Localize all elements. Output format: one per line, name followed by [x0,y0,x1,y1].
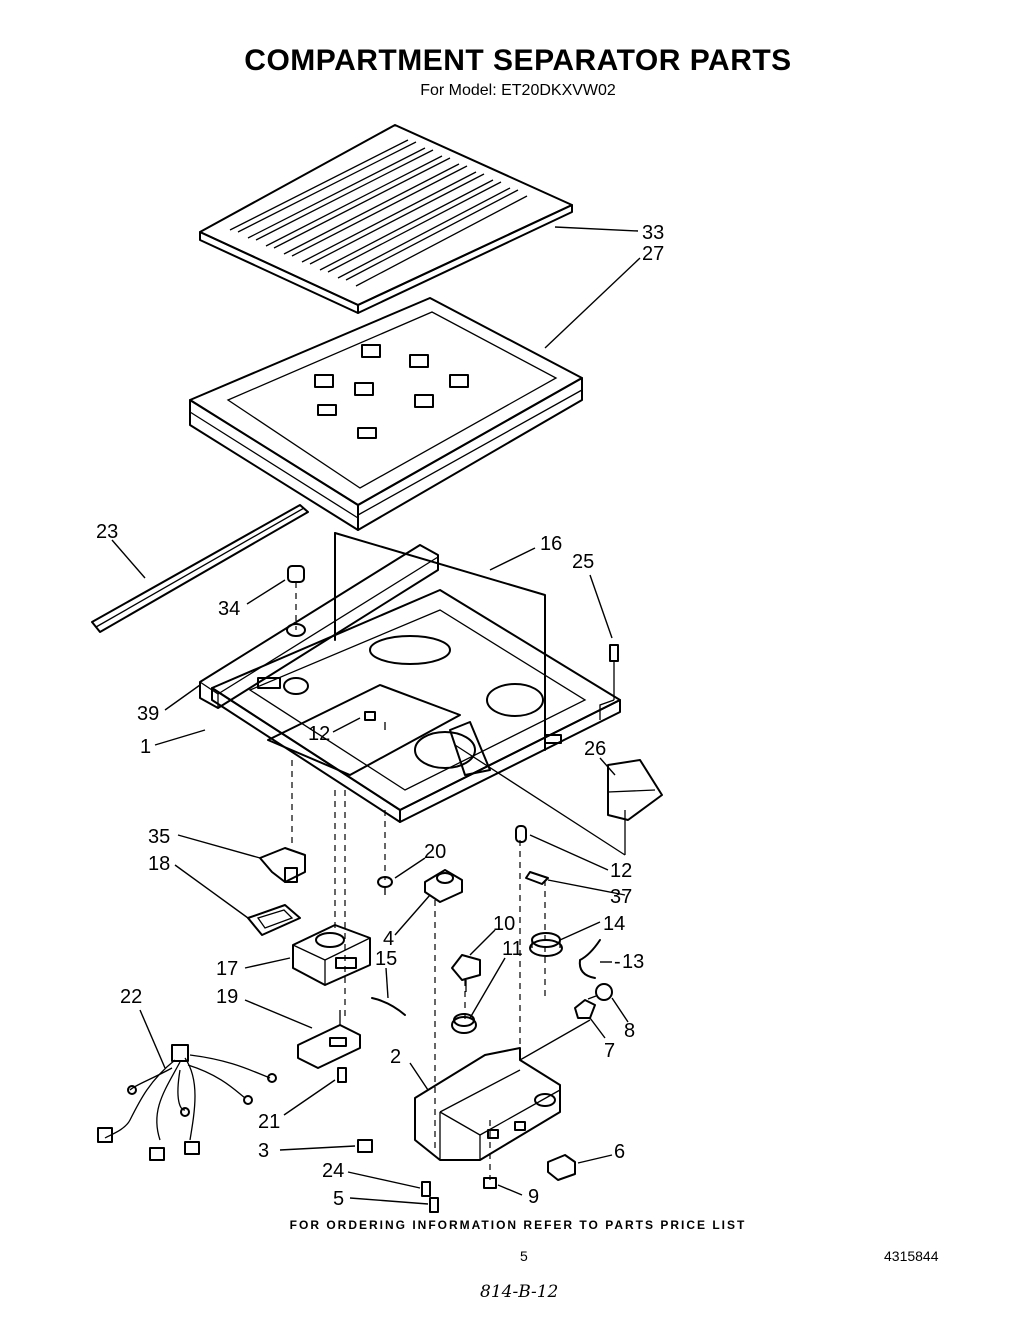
part-27-frame [189,297,583,531]
callout-1: 1 [140,736,151,758]
part-12-screw-top [364,711,386,730]
page-number: 5 [520,1248,528,1264]
callout-12a: 12 [308,723,330,745]
part-37-clip [525,871,549,885]
callout-13: 13 [622,951,644,973]
callout-13-dash: - [614,951,621,973]
callout-17: 17 [216,958,238,980]
part-13-tube [578,939,601,979]
part-35-bracket [259,847,306,883]
callout-5: 5 [333,1188,344,1210]
callout-35: 35 [148,826,170,848]
handwritten-note: 814-B-12 [480,1282,559,1302]
part-5-screw [429,1197,439,1213]
part-6-connector [547,1154,576,1181]
part-22-wire-harness [97,1044,277,1161]
part-14-knob [529,932,563,957]
part-9-plug [483,1177,497,1189]
part-4-damper [424,869,463,903]
part-33-cover [199,124,573,314]
callout-9: 9 [528,1186,539,1208]
callout-20: 20 [424,841,446,863]
part-17-control-housing [292,924,371,986]
callout-18: 18 [148,853,170,875]
part-26-cover [607,759,663,821]
part-25-screw [599,644,619,720]
callout-15: 15 [375,948,397,970]
page-title: COMPARTMENT SEPARATOR PARTS [244,44,792,77]
callout-11: 11 [502,938,523,960]
part-12-screw-lower [515,825,527,843]
callout-labels: 33 27 23 16 25 34 39 1 12 26 35 18 20 12… [96,222,664,1210]
callout-27: 27 [642,243,664,265]
part-11-knob [451,1013,477,1034]
callout-8: 8 [624,1020,635,1042]
part-8-lamp [587,983,613,1001]
leader-lines [111,226,641,1205]
callout-6: 6 [614,1141,625,1163]
callout-39: 39 [137,703,159,725]
callout-33: 33 [642,222,664,244]
part-10-thermostat [451,954,481,992]
document-number: 4315844 [884,1248,939,1264]
part-19-bracket [297,1010,361,1069]
callout-25: 25 [572,551,594,573]
callout-10: 10 [493,913,515,935]
model-subtitle: For Model: ET20DKXVW02 [420,82,616,99]
callout-16: 16 [540,533,562,555]
part-21-screw [337,1067,347,1083]
part-23-strip [91,504,309,633]
callout-7: 7 [604,1040,615,1062]
part-15-tube [371,997,406,1016]
callout-23: 23 [96,521,118,543]
callout-3: 3 [258,1140,269,1162]
part-3-clip [357,1139,373,1153]
part-20-clip [377,876,393,895]
callout-37: 37 [610,886,632,908]
part-24-screw [421,1181,431,1197]
ordering-note: FOR ORDERING INFORMATION REFER TO PARTS … [289,1218,747,1232]
callout-2: 2 [390,1046,401,1068]
callout-19: 19 [216,986,238,1008]
part-7-socket [574,999,596,1019]
part-1-tray [211,589,621,823]
part-34-cap [287,565,305,630]
callout-34: 34 [218,598,240,620]
part-18-gasket [247,904,301,936]
callout-21: 21 [258,1111,280,1133]
callout-26: 26 [584,738,606,760]
part-39-housing [199,544,439,709]
callout-24: 24 [322,1160,344,1182]
callout-12b: 12 [610,860,632,882]
assembly-lines [291,744,626,1180]
part-2-bracket [414,1047,561,1161]
callout-4: 4 [383,928,394,950]
callout-22: 22 [120,986,142,1008]
callout-14: 14 [603,913,625,935]
